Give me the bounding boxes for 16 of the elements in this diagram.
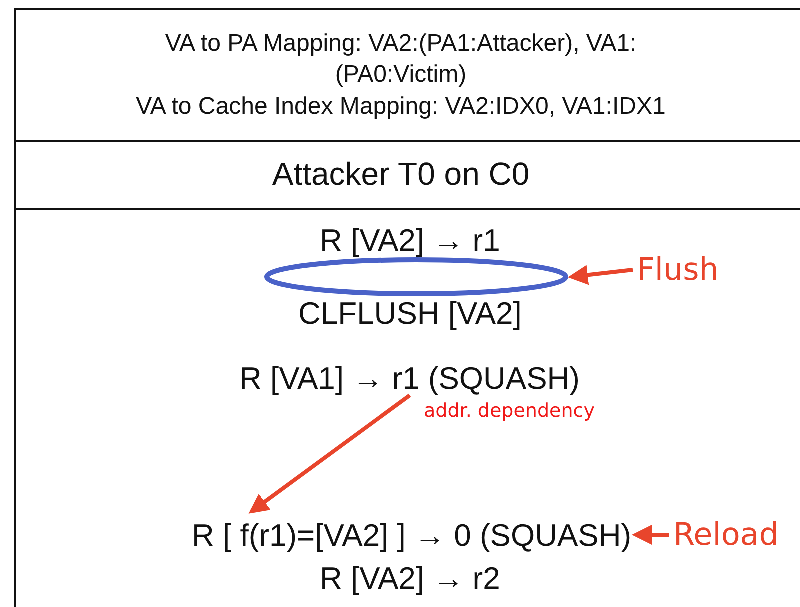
heading-text: Attacker T0 on C0 bbox=[272, 155, 530, 194]
highlight-ellipse bbox=[264, 257, 569, 297]
arrow bbox=[248, 394, 412, 514]
header-cell bbox=[14, 8, 800, 142]
mapping-text: VA to Cache Index Mapping: VA2:IDX0, VA1:IDX1 bbox=[136, 92, 666, 122]
mapping-text: VA to PA Mapping: VA2:(PA1:Attacker), VA1:(PA0:Victim) bbox=[164, 29, 638, 90]
annotation-text: Reload bbox=[674, 520, 779, 550]
arrow bbox=[632, 525, 670, 545]
arrow bbox=[568, 265, 634, 286]
instruction-text: R [VA2] → r2 bbox=[320, 562, 500, 594]
instruction-text: CLFLUSH [VA2] bbox=[298, 298, 522, 328]
instruction-text: R [VA2] → r1 bbox=[320, 224, 500, 256]
edge-label: addr. dependency bbox=[424, 400, 595, 422]
instruction-text: R [ f(r1)=[VA2] ] → 0 (SQUASH) bbox=[192, 520, 632, 550]
annotation-text: Flush bbox=[637, 254, 719, 286]
instruction-text: R [VA1] → r1 (SQUASH) bbox=[240, 362, 580, 394]
